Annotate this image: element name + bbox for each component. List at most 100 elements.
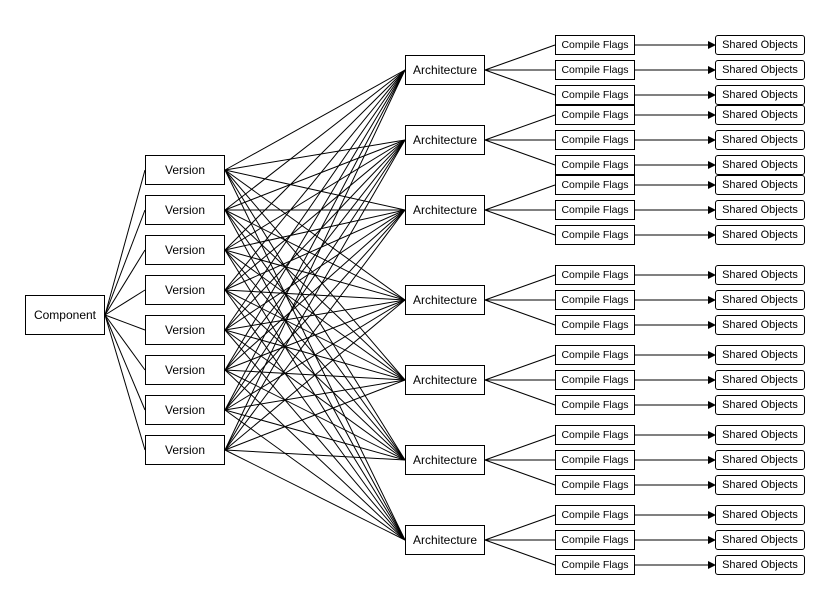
version-to-architecture-edge (224, 209, 406, 461)
compile-flags-node: Compile Flags (555, 265, 635, 285)
version-to-architecture-edge (224, 209, 406, 291)
compile-flags-node: Compile Flags (555, 425, 635, 445)
version-to-architecture-edge (224, 209, 406, 251)
version-node: Version (145, 195, 225, 225)
version-to-architecture-edge (224, 169, 406, 301)
shared-objects-node: Shared Objects (715, 105, 805, 125)
shared-objects-node: Shared Objects (715, 225, 805, 245)
version-to-architecture-edge (224, 209, 406, 371)
version-to-architecture-edge (224, 69, 406, 411)
architecture-to-flags-edge (484, 44, 556, 71)
component-to-version-edge (104, 314, 146, 371)
architecture-to-flags-edge (484, 434, 556, 461)
version-node: Version (145, 275, 225, 305)
version-to-architecture-edge (224, 69, 406, 291)
version-to-architecture-edge (224, 139, 406, 211)
shared-objects-node: Shared Objects (715, 130, 805, 150)
compile-flags-node: Compile Flags (555, 315, 635, 335)
compile-flags-node: Compile Flags (555, 225, 635, 245)
architecture-node: Architecture (405, 445, 485, 475)
architecture-node: Architecture (405, 195, 485, 225)
shared-objects-node: Shared Objects (715, 200, 805, 220)
version-to-architecture-edge (224, 69, 406, 251)
architecture-to-flags-edge (484, 274, 556, 301)
compile-flags-node: Compile Flags (555, 395, 635, 415)
architecture-to-flags-edge (484, 379, 556, 406)
architecture-to-flags-edge (484, 539, 556, 566)
architecture-to-flags-edge (484, 459, 556, 486)
version-to-architecture-edge (224, 139, 406, 171)
compile-flags-node: Compile Flags (555, 530, 635, 550)
shared-objects-node: Shared Objects (715, 315, 805, 335)
component-to-version-edge (104, 314, 146, 331)
compile-flags-node: Compile Flags (555, 505, 635, 525)
architecture-to-flags-edge (484, 114, 556, 141)
shared-objects-node: Shared Objects (715, 175, 805, 195)
shared-objects-node: Shared Objects (715, 395, 805, 415)
architecture-to-flags-edge (484, 184, 556, 211)
version-to-architecture-edge (224, 369, 406, 541)
shared-objects-node: Shared Objects (715, 450, 805, 470)
version-to-architecture-edge (224, 209, 406, 541)
compile-flags-node: Compile Flags (555, 85, 635, 105)
version-to-architecture-edge (224, 289, 406, 541)
architecture-to-flags-edge (484, 139, 556, 166)
component-to-version-edge (104, 209, 146, 316)
compile-flags-node: Compile Flags (555, 35, 635, 55)
version-node: Version (145, 315, 225, 345)
version-to-architecture-edge (224, 249, 406, 541)
version-to-architecture-edge (224, 169, 406, 211)
compile-flags-node: Compile Flags (555, 130, 635, 150)
shared-objects-node: Shared Objects (715, 505, 805, 525)
version-to-architecture-edge (224, 69, 406, 371)
architecture-node: Architecture (405, 125, 485, 155)
version-to-architecture-edge (224, 169, 406, 461)
shared-objects-node: Shared Objects (715, 85, 805, 105)
architecture-to-flags-edge (484, 514, 556, 541)
version-to-architecture-edge (224, 209, 406, 411)
version-to-architecture-edge (224, 139, 406, 291)
component-to-version-edge (104, 314, 146, 451)
architecture-to-flags-edge (484, 299, 556, 326)
compile-flags-node: Compile Flags (555, 345, 635, 365)
version-to-architecture-edge (224, 449, 406, 541)
version-to-architecture-edge (224, 209, 406, 381)
version-to-architecture-edge (224, 169, 406, 381)
shared-objects-node: Shared Objects (715, 555, 805, 575)
shared-objects-node: Shared Objects (715, 290, 805, 310)
architecture-node: Architecture (405, 285, 485, 315)
version-to-architecture-edge (224, 69, 406, 451)
version-to-architecture-edge (224, 209, 406, 451)
component-to-version-edge (104, 249, 146, 316)
compile-flags-node: Compile Flags (555, 370, 635, 390)
version-to-architecture-edge (224, 69, 406, 331)
component-to-version-edge (104, 289, 146, 316)
component-to-version-edge (104, 169, 146, 316)
architecture-node: Architecture (405, 365, 485, 395)
compile-flags-node: Compile Flags (555, 555, 635, 575)
shared-objects-node: Shared Objects (715, 60, 805, 80)
version-node: Version (145, 155, 225, 185)
compile-flags-node: Compile Flags (555, 290, 635, 310)
compile-flags-node: Compile Flags (555, 450, 635, 470)
version-node: Version (145, 235, 225, 265)
version-to-architecture-edge (224, 69, 406, 211)
architecture-to-flags-edge (484, 354, 556, 381)
architecture-to-flags-edge (484, 209, 556, 236)
architecture-node: Architecture (405, 55, 485, 85)
version-to-architecture-edge (224, 409, 406, 541)
compile-flags-node: Compile Flags (555, 105, 635, 125)
shared-objects-node: Shared Objects (715, 345, 805, 365)
compile-flags-node: Compile Flags (555, 175, 635, 195)
compile-flags-node: Compile Flags (555, 475, 635, 495)
version-node: Version (145, 355, 225, 385)
version-to-architecture-edge (224, 329, 406, 541)
version-node: Version (145, 435, 225, 465)
compile-flags-node: Compile Flags (555, 200, 635, 220)
shared-objects-node: Shared Objects (715, 530, 805, 550)
version-to-architecture-edge (224, 69, 406, 171)
component-node: Component (25, 295, 105, 335)
shared-objects-node: Shared Objects (715, 265, 805, 285)
architecture-node: Architecture (405, 525, 485, 555)
